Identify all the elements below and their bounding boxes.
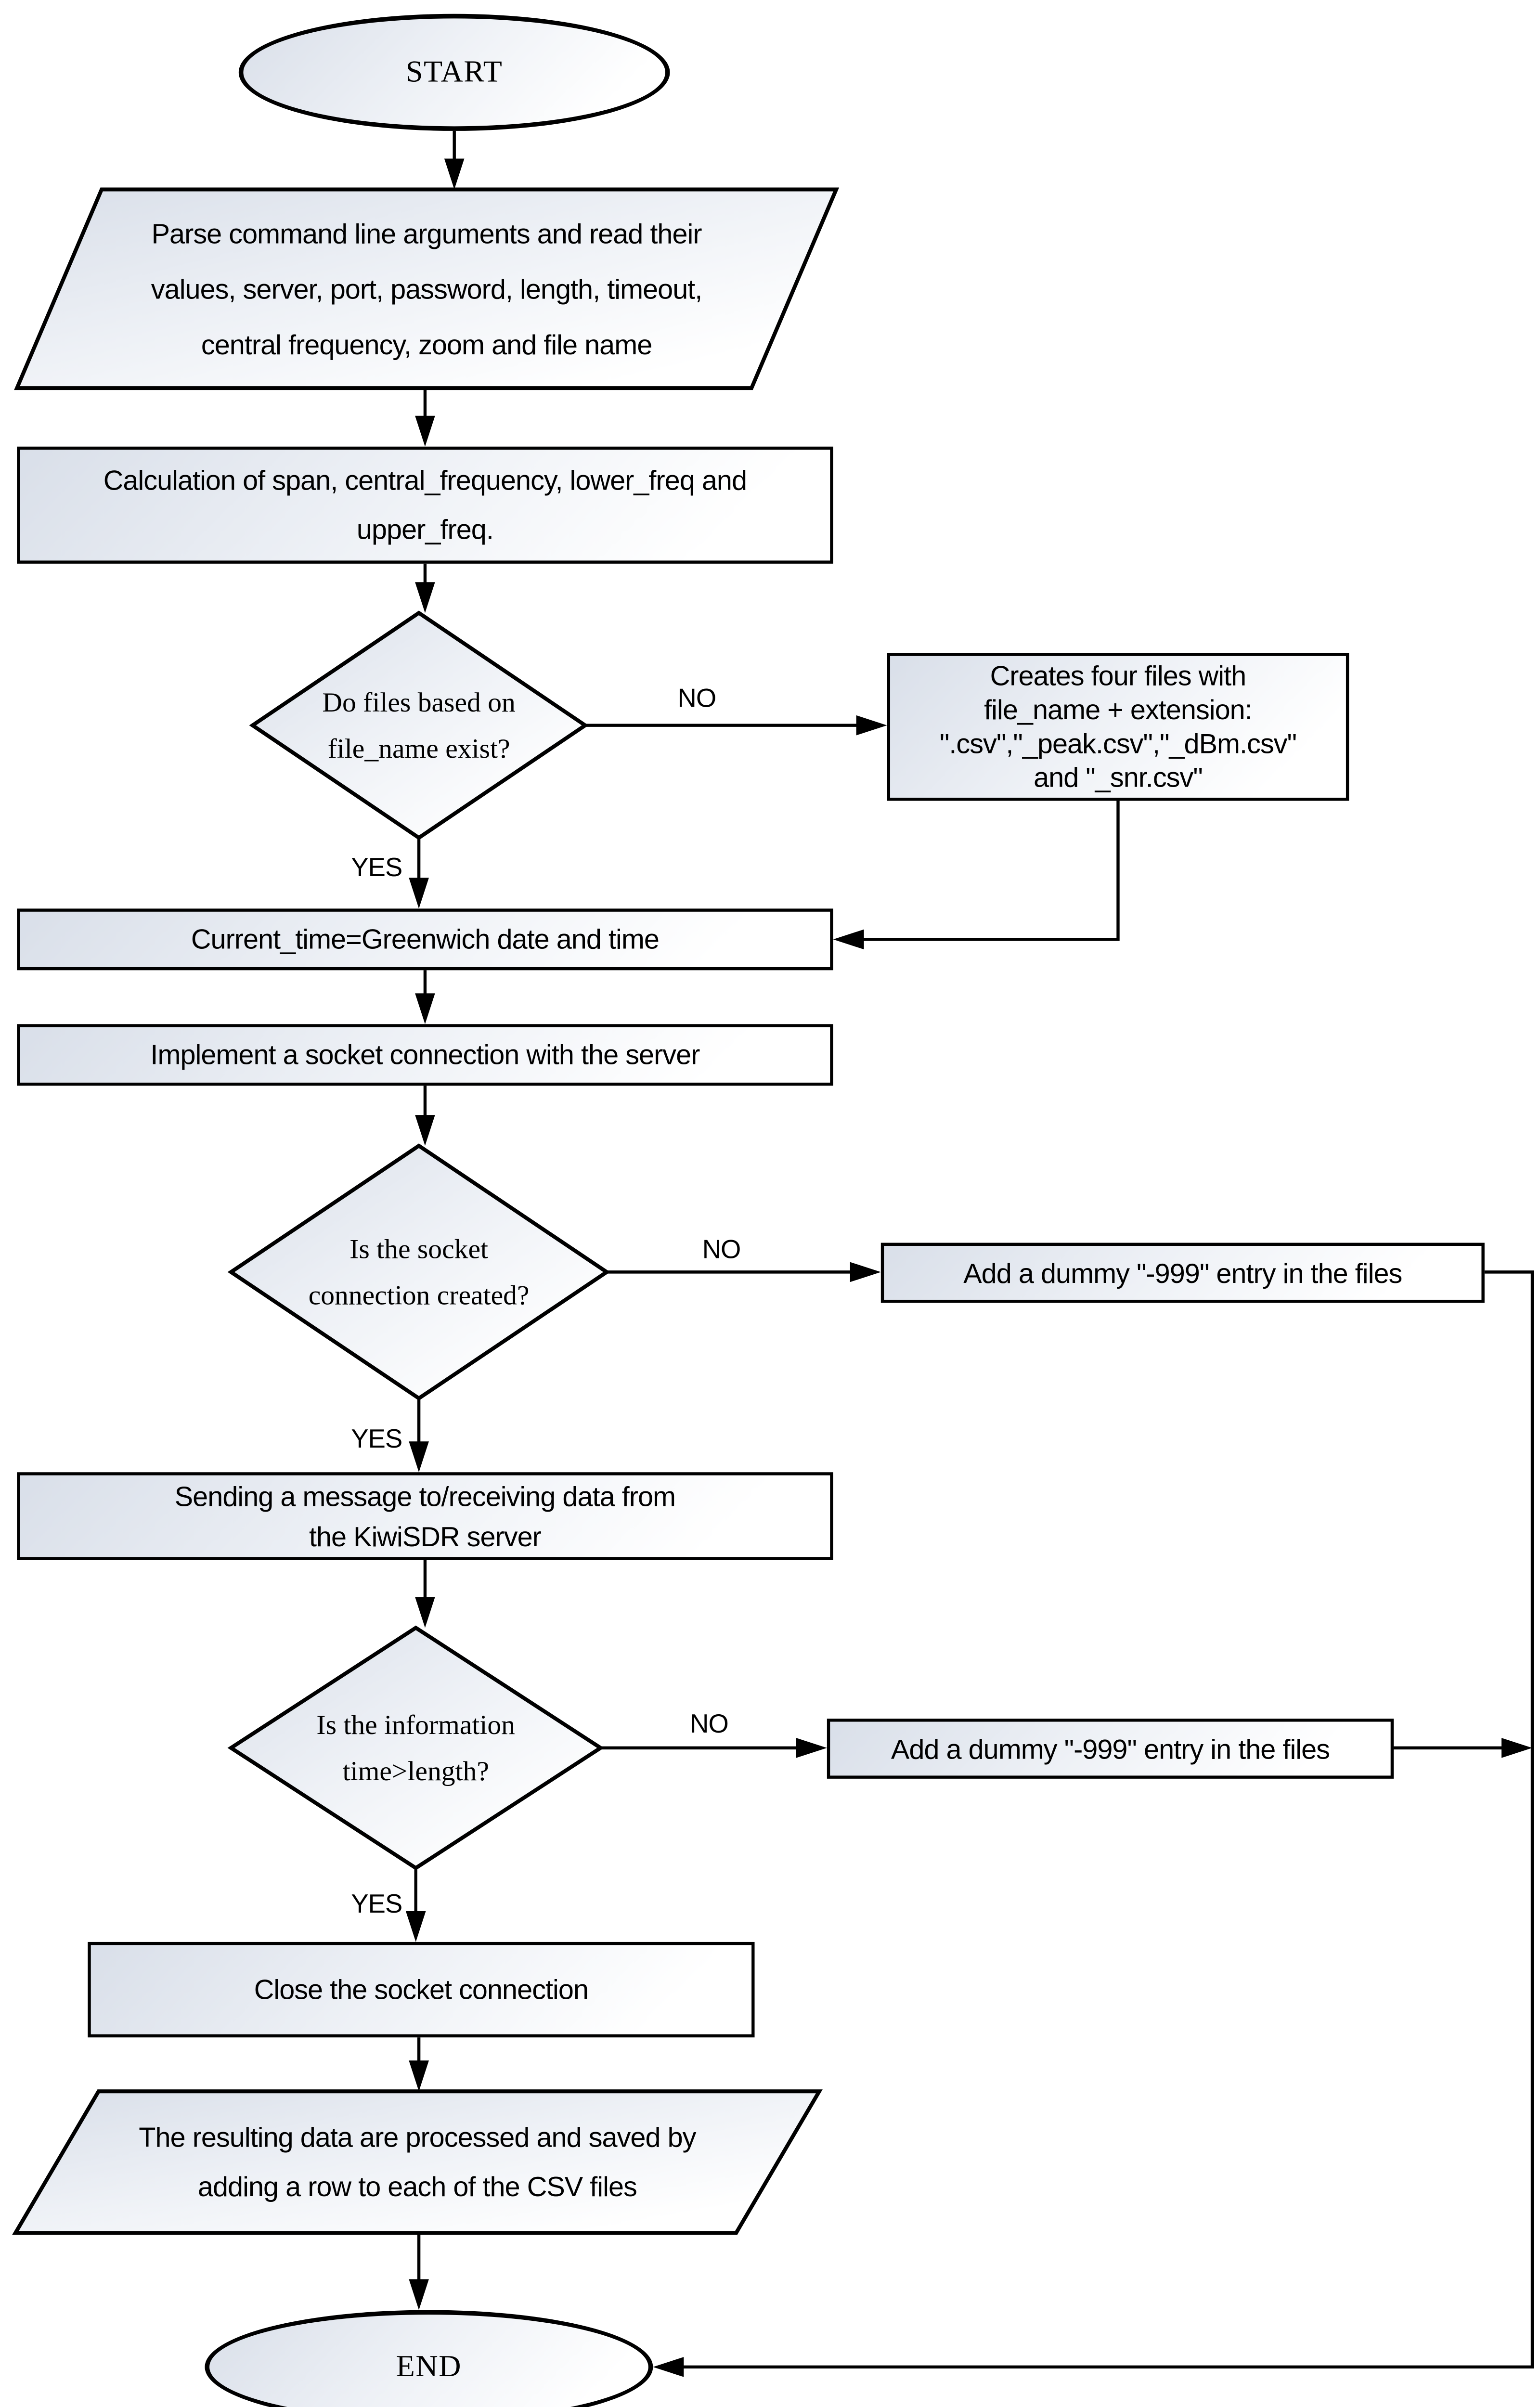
text-line: ".csv","_peak.csv","_dBm.csv" <box>939 728 1297 760</box>
arrowhead-down-icon <box>444 158 465 190</box>
arrowhead-down-icon <box>409 2060 429 2092</box>
arrowhead-down-icon <box>415 415 435 447</box>
arrowhead-right-icon <box>850 1262 881 1282</box>
arrowhead-down-icon <box>409 878 429 909</box>
arrowhead-right-icon <box>1501 1738 1533 1758</box>
time-length-text: Is the information time>length? <box>231 1628 601 1868</box>
save-data-text: The resulting data are processed and sav… <box>15 2091 819 2233</box>
text-line: Implement a socket connection with the s… <box>150 1039 700 1071</box>
arrowhead-left-icon <box>653 2357 684 2377</box>
socket-created-diamond <box>227 1143 610 1401</box>
text-line: the KiwiSDR server <box>309 1521 542 1552</box>
start-label: START <box>405 54 503 89</box>
text-line: Do files based on <box>322 686 516 718</box>
edge-label-yes-files-exist: YES <box>351 853 402 883</box>
text-line: Creates four files with <box>990 660 1247 692</box>
edge-label-no-time-length: NO <box>690 1709 729 1739</box>
close-socket-process: Close the socket connection <box>88 1941 755 2038</box>
socket-connection-process: Implement a socket connection with the s… <box>17 1024 833 1086</box>
files-exist-diamond <box>249 610 589 841</box>
send-receive-process: Sending a message to/receiving data from… <box>17 1472 833 1560</box>
arrowhead-left-icon <box>833 929 864 950</box>
arrowhead-down-icon <box>415 582 435 613</box>
connector-dummy1-end <box>682 1270 1534 2369</box>
text-line: The resulting data are processed and sav… <box>139 2122 696 2153</box>
text-line: Sending a message to/receiving data from <box>174 1480 676 1512</box>
arrowhead-down-icon <box>405 1911 426 1942</box>
end-terminator: END <box>205 2310 653 2407</box>
time-length-diamond <box>227 1625 604 1871</box>
save-data-parallelogram <box>12 2089 823 2235</box>
dummy-entry-1-process: Add a dummy "-999" entry in the files <box>880 1242 1485 1303</box>
arrowhead-down-icon <box>409 2279 429 2310</box>
arrowhead-down-icon <box>415 1115 435 1146</box>
files-exist-text: Do files based on file_name exist? <box>253 613 585 838</box>
arrowhead-down-icon <box>415 993 435 1024</box>
edge-label-yes-time-length: YES <box>351 1889 402 1919</box>
text-line: Add a dummy "-999" entry in the files <box>891 1733 1330 1764</box>
text-line: adding a row to each of the CSV files <box>197 2171 637 2202</box>
text-line: Is the socket <box>349 1233 489 1265</box>
edge-label-yes-socket-created: YES <box>351 1424 402 1454</box>
calc-span-process: Calculation of span, central_frequency, … <box>17 446 833 564</box>
end-label: END <box>396 2349 462 2383</box>
text-line: time>length? <box>342 1755 489 1786</box>
connector-createfiles-currenttime <box>862 801 1120 941</box>
text-line: central frequency, zoom and file name <box>201 328 652 360</box>
arrowhead-right-icon <box>856 715 887 736</box>
dummy-entry-2-process: Add a dummy "-999" entry in the files <box>827 1719 1394 1779</box>
parse-args-text: Parse command line arguments and read th… <box>17 189 836 388</box>
edge-label-no-files-exist: NO <box>677 684 717 713</box>
text-line: Is the information <box>316 1709 516 1740</box>
text-line: file_name exist? <box>327 733 510 764</box>
text-line: Current_time=Greenwich date and time <box>191 924 660 955</box>
text-line: connection created? <box>308 1280 530 1311</box>
text-line: Calculation of span, central_frequency, … <box>103 465 747 496</box>
text-line: Close the socket connection <box>254 1974 589 2006</box>
text-line: Add a dummy "-999" entry in the files <box>963 1257 1402 1288</box>
text-line: values, server, port, password, length, … <box>151 273 703 304</box>
arrowhead-down-icon <box>409 1441 429 1473</box>
socket-created-text: Is the socket connection created? <box>231 1146 607 1398</box>
arrowhead-down-icon <box>415 1597 435 1628</box>
create-files-process: Creates four files with file_name + exte… <box>887 653 1349 801</box>
text-line: Parse command line arguments and read th… <box>151 218 702 249</box>
arrowhead-right-icon <box>796 1738 827 1758</box>
edge-label-no-socket-created: NO <box>702 1235 741 1265</box>
text-line: file_name + extension: <box>984 694 1253 725</box>
text-line: upper_freq. <box>356 514 494 545</box>
start-terminator: START <box>238 13 670 131</box>
current-time-process: Current_time=Greenwich date and time <box>17 908 833 971</box>
text-line: and "_snr.csv" <box>1034 762 1203 793</box>
parse-args-parallelogram <box>14 187 840 390</box>
